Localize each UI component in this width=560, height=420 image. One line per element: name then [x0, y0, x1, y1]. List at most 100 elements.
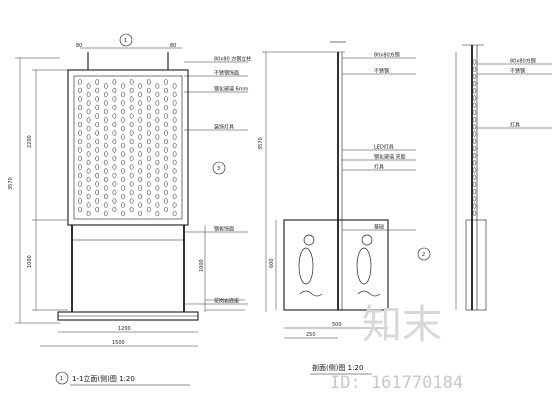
pattern-dot	[103, 210, 108, 217]
pattern-dot	[146, 172, 151, 179]
pattern-dot	[164, 164, 168, 170]
callout-label: 80x80方钢	[374, 52, 400, 59]
pattern-dot	[172, 202, 177, 208]
pattern-dot	[472, 145, 477, 151]
figure-head	[361, 234, 373, 246]
pattern-dot	[472, 81, 477, 87]
pattern-dot	[103, 193, 108, 200]
pattern-dot	[172, 142, 177, 149]
pattern-dot	[472, 153, 477, 159]
detail-marker-label: 3	[217, 166, 220, 172]
pattern-dot	[95, 172, 100, 179]
pattern-dot	[164, 181, 168, 187]
pattern-dot	[95, 164, 100, 170]
pattern-dot	[95, 138, 100, 145]
title-marker-label: 1	[60, 376, 63, 382]
pattern-dot	[164, 121, 168, 128]
pattern-dot	[129, 96, 134, 102]
pattern-dot	[146, 113, 151, 119]
pattern-dot	[146, 121, 151, 128]
pattern-dot	[472, 73, 477, 79]
pattern-dot	[78, 121, 82, 128]
pattern-dot	[129, 189, 134, 196]
pattern-dot	[155, 117, 160, 123]
figure-base	[299, 290, 323, 297]
pattern-dot	[472, 167, 477, 173]
pattern-dot	[103, 117, 108, 123]
pattern-dot	[112, 181, 117, 187]
pattern-dot	[78, 96, 82, 102]
dim-inner-width: 1200	[118, 326, 131, 332]
pattern-dot	[138, 100, 143, 106]
pattern-dot	[472, 109, 477, 115]
pattern-dot	[146, 130, 151, 136]
pattern-dot	[121, 142, 125, 149]
pattern-dot	[472, 88, 477, 94]
pattern-dot	[155, 91, 160, 98]
pattern-dot	[129, 198, 134, 204]
pattern-dot	[112, 87, 117, 94]
pattern-dot	[78, 189, 82, 196]
pattern-dot	[78, 147, 82, 153]
callout-label: 钢板饰面	[214, 226, 234, 233]
pattern-dot	[172, 134, 177, 140]
pattern-dot	[103, 108, 108, 115]
pattern-dot	[129, 147, 134, 153]
detail-marker	[212, 161, 226, 175]
pattern-dot	[146, 181, 151, 187]
pattern-dot	[155, 193, 160, 200]
callout-label: 花岗岩底座	[214, 298, 239, 305]
pattern-dot	[146, 198, 151, 204]
pattern-dot	[146, 79, 151, 85]
pattern-dot	[146, 87, 151, 94]
pattern-dot	[78, 206, 82, 213]
pattern-dot	[86, 151, 91, 157]
pattern-dot	[95, 155, 100, 162]
callout-label: 80x80方钢	[510, 58, 536, 65]
pattern-dot	[112, 138, 117, 145]
pattern-dot	[121, 151, 125, 157]
pattern-dot	[129, 138, 134, 145]
pattern-dot	[172, 91, 177, 98]
callout-label: 灯具	[510, 122, 520, 129]
pattern-dot	[172, 185, 177, 191]
dim-upper-height: 2200	[27, 135, 33, 148]
pattern-dot	[472, 59, 477, 65]
pattern-dot	[112, 164, 117, 170]
pattern-dot	[86, 100, 91, 106]
pattern-dot	[112, 147, 117, 153]
front-elevation: 3570 2200 1000 80 80 1 1200 1500	[8, 33, 251, 386]
figure-base	[357, 290, 381, 297]
pattern-dot	[129, 87, 134, 94]
pattern-dot	[138, 202, 143, 208]
pattern-dot	[86, 83, 91, 89]
pattern-dot	[138, 193, 143, 200]
pattern-dot	[86, 202, 91, 208]
dim-side-width-2: 250	[306, 332, 316, 338]
pattern-dot	[78, 79, 82, 85]
pattern-dot	[86, 176, 91, 183]
pattern-dot	[472, 66, 477, 72]
pattern-dot	[155, 83, 160, 89]
side-section-marker	[417, 247, 431, 261]
pattern-dot	[121, 185, 125, 191]
side-section-marker-label: 2	[422, 252, 425, 258]
pattern-dot	[164, 113, 168, 119]
pattern-dot	[121, 100, 125, 106]
pattern-dot	[138, 176, 143, 183]
pattern-dot	[129, 121, 134, 128]
pattern-dot	[172, 193, 177, 200]
pattern-dot	[138, 108, 143, 115]
pattern-dot	[164, 155, 168, 162]
callout-label: 不锈钢	[510, 68, 525, 75]
pattern-dot	[472, 196, 477, 202]
pattern-dot	[103, 91, 108, 98]
pattern-dot	[112, 206, 117, 213]
pattern-dot	[138, 117, 143, 123]
pattern-dot	[86, 125, 91, 132]
pattern-dot	[121, 108, 125, 115]
pattern-dot	[129, 172, 134, 179]
dim-total-height: 3570	[8, 177, 14, 190]
